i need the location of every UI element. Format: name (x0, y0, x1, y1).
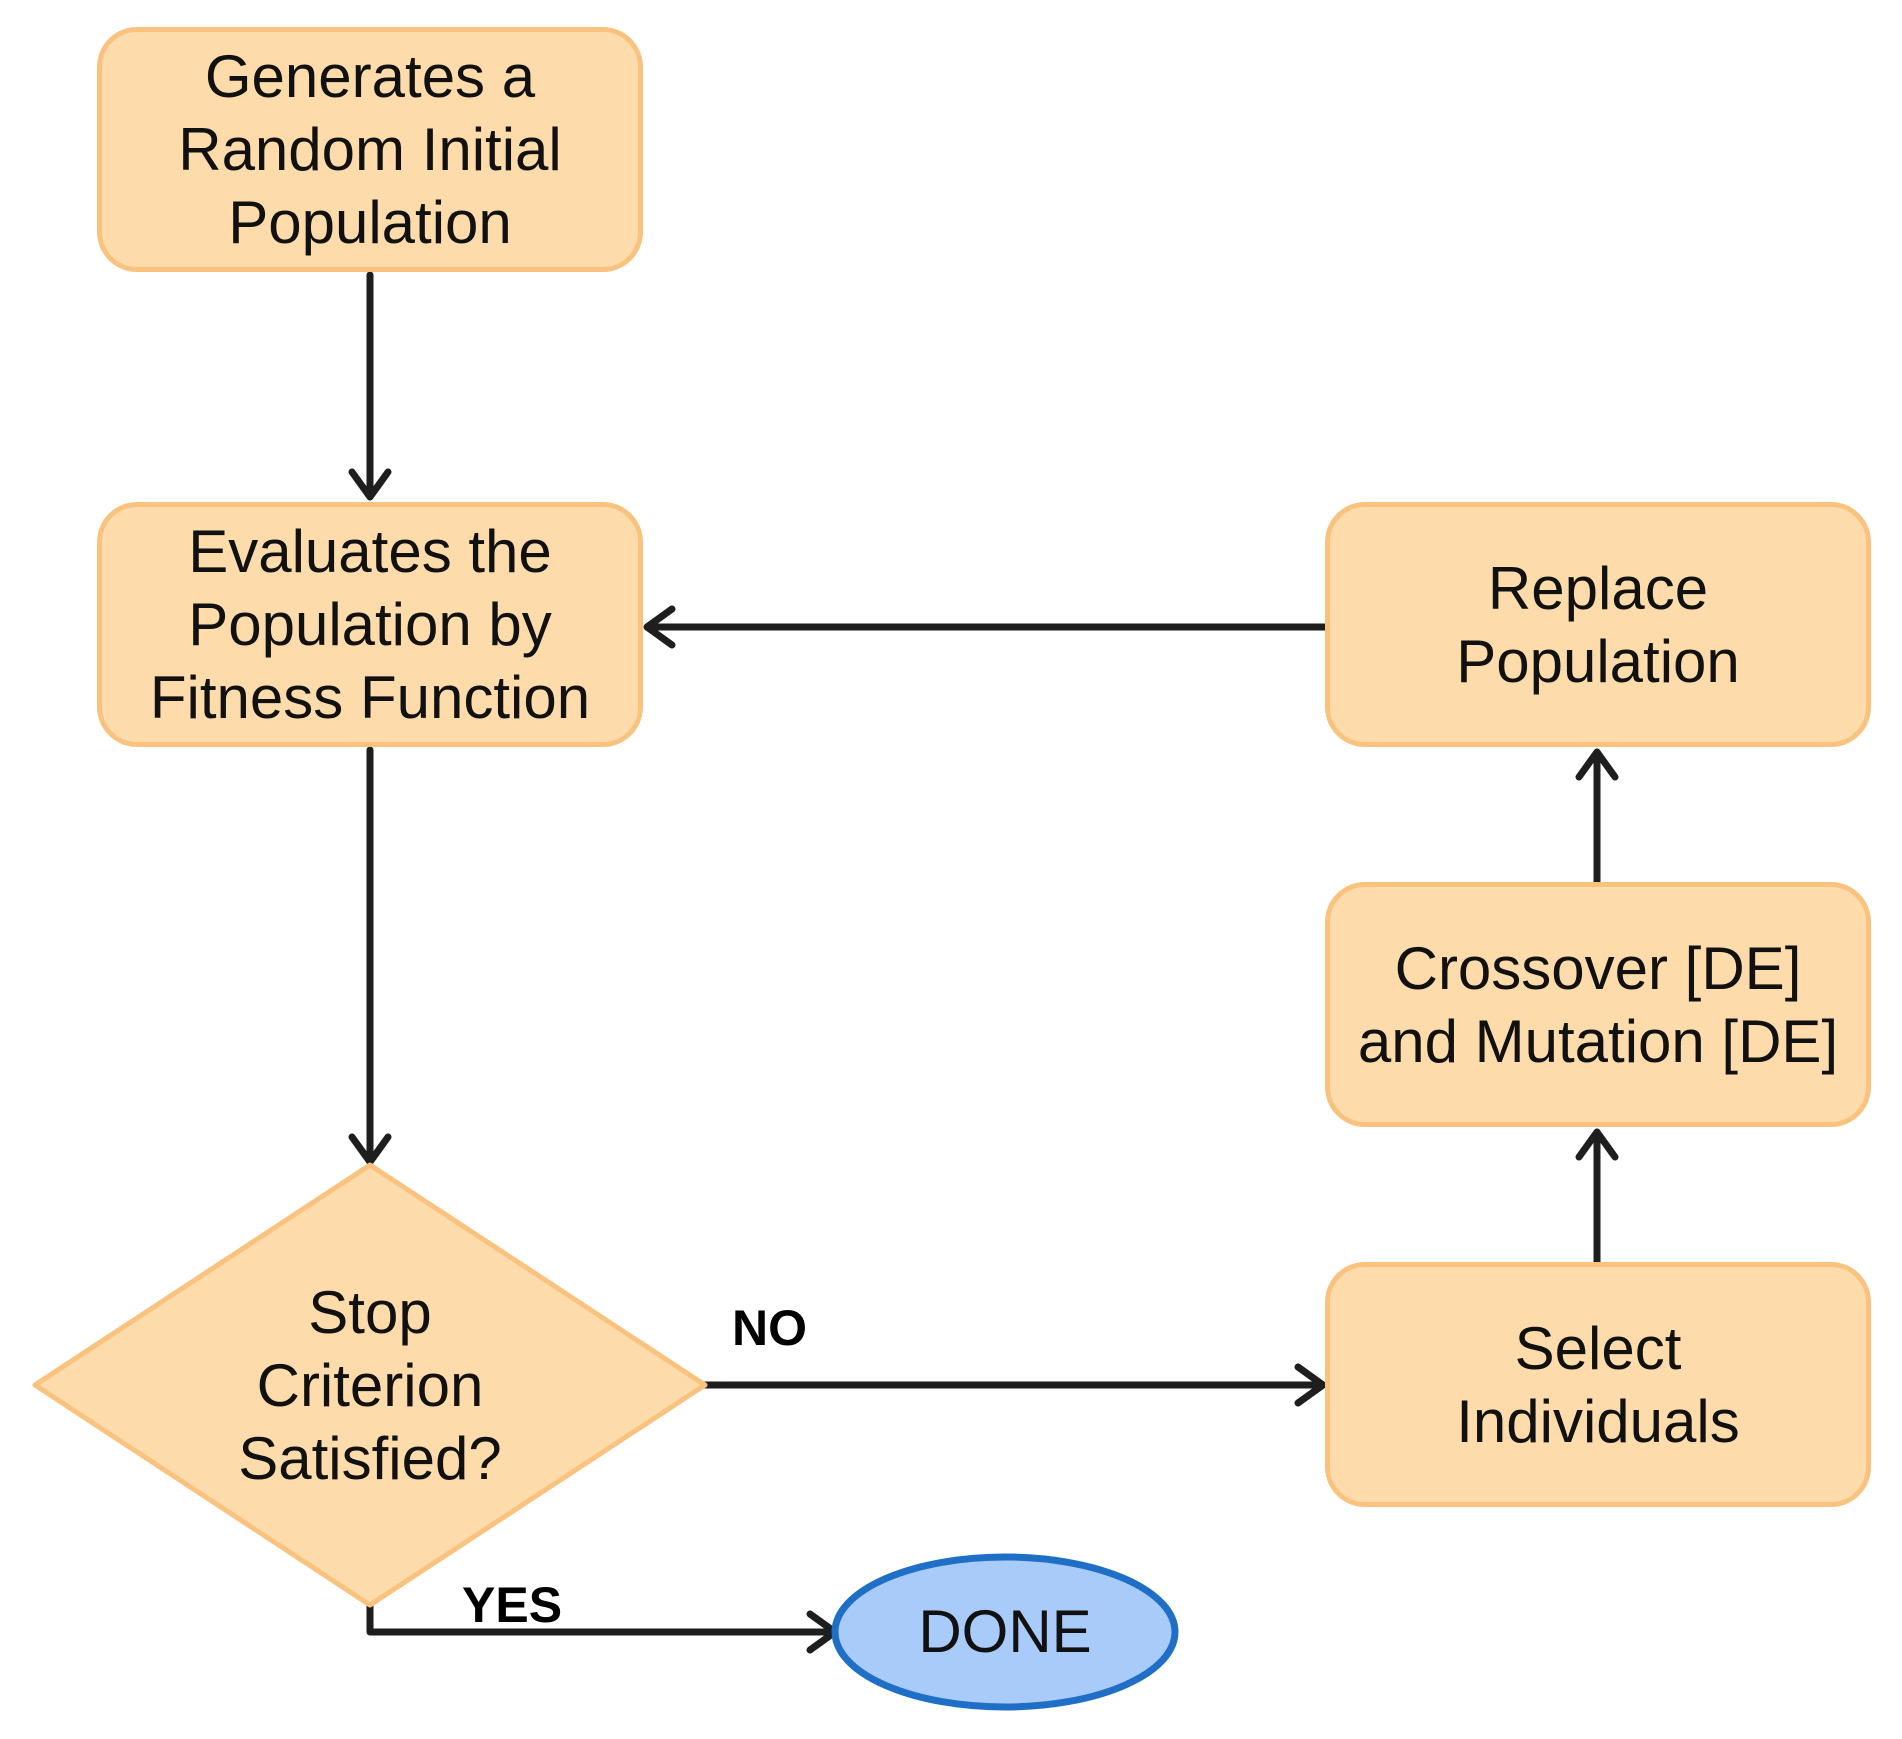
arrowhead-crossover-bottom (1575, 1128, 1619, 1161)
node-generate-population-label: Generates a Random Initial Population (178, 43, 562, 256)
arrowhead-select-left (1294, 1363, 1327, 1407)
decision-diamond (32, 1162, 708, 1608)
edge-label-no: NO (732, 1300, 807, 1356)
decision-label: Stop Criterion Satisfied? (238, 1279, 502, 1492)
done-terminal (831, 1553, 1179, 1711)
node-crossover-mutation-label: Crossover [DE] and Mutation [DE] (1357, 934, 1839, 1075)
node-select-individuals-label: Select Individuals (1456, 1314, 1740, 1455)
arrowhead-replace-bottom (1575, 748, 1619, 781)
done-label: DONE (918, 1598, 1092, 1665)
node-evaluate-population-label: Evaluates the Population by Fitness Func… (149, 518, 591, 731)
arrowhead-evaluate-top (348, 468, 392, 501)
edge-label-yes: YES (462, 1577, 563, 1633)
node-replace-population-label: Replace Population (1456, 554, 1740, 695)
arrowhead-evaluate-right (643, 605, 676, 649)
node-crossover-mutation: Crossover [DE] and Mutation [DE] (1325, 882, 1871, 1127)
node-replace-population: Replace Population (1325, 502, 1871, 747)
node-generate-population: Generates a Random Initial Population (97, 27, 643, 272)
arrow-decision-to-done (366, 1601, 836, 1636)
arrowhead-decision-top (348, 1133, 392, 1166)
node-evaluate-population: Evaluates the Population by Fitness Func… (97, 502, 643, 747)
node-select-individuals: Select Individuals (1325, 1262, 1871, 1507)
